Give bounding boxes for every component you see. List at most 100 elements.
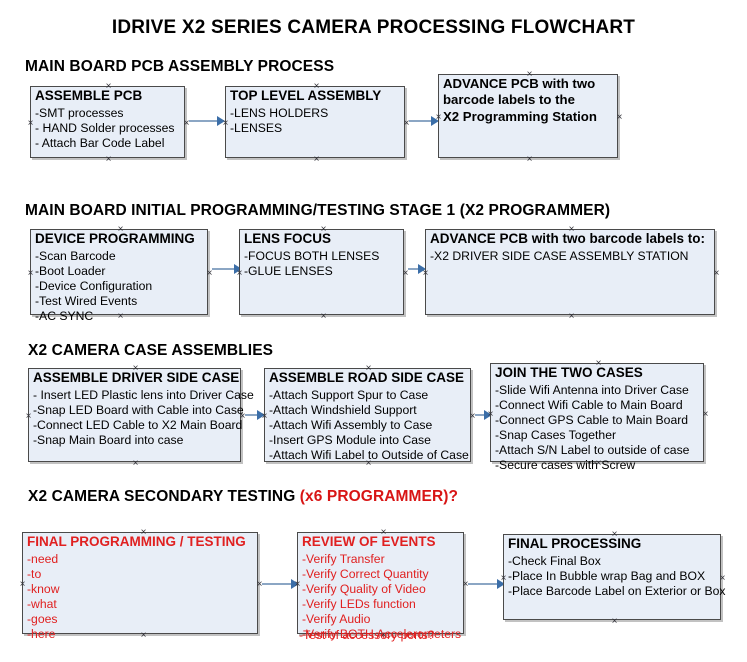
handle-top-icon[interactable] xyxy=(567,225,576,234)
handle-left-icon[interactable] xyxy=(486,410,495,419)
node-device-programming[interactable]: DEVICE PROGRAMMING -Scan Barcode -Boot L… xyxy=(30,229,208,323)
handle-bottom-icon[interactable] xyxy=(567,312,576,321)
handle-bottom-icon[interactable] xyxy=(525,155,534,164)
node-body: FINAL PROCESSING -Check Final Box -Place… xyxy=(508,536,726,599)
node-item: X2 Programming Station xyxy=(443,108,597,124)
handle-bottom-icon[interactable] xyxy=(312,155,321,164)
node-item: -Attach Support Spur to Case xyxy=(269,387,429,402)
page-title: IDRIVE X2 SERIES CAMERA PROCESSING FLOWC… xyxy=(111,17,636,38)
node-assemble-pcb[interactable]: ASSEMBLE PCB -SMT processes - HAND Solde… xyxy=(30,86,185,158)
section-title-main-board-initial-programming-testing-stage-1: MAIN BOARD INITIAL PROGRAMMING/TESTING S… xyxy=(25,202,610,220)
node-body: DEVICE PROGRAMMING -Scan Barcode -Boot L… xyxy=(35,231,205,324)
handle-left-icon[interactable] xyxy=(293,580,302,589)
node-body: REVIEW OF EVENTS -Verify Transfer -Verif… xyxy=(302,534,461,642)
handle-right-icon[interactable] xyxy=(701,410,710,419)
handle-top-icon[interactable] xyxy=(104,82,113,91)
handle-top-icon[interactable] xyxy=(312,82,321,91)
connector-assemble-pcb-to-top-level-assembly xyxy=(189,120,221,122)
handle-top-icon[interactable] xyxy=(139,528,148,537)
node-item: -Verify Correct Quantity xyxy=(302,566,429,581)
handle-bottom-icon[interactable] xyxy=(364,459,373,468)
handle-top-icon[interactable] xyxy=(131,364,140,373)
connector-road-side-to-join-cases xyxy=(475,414,488,416)
section-title-text: MAIN BOARD PCB ASSEMBLY PROCESS xyxy=(25,58,335,75)
handle-top-icon[interactable] xyxy=(116,225,125,234)
handle-right-icon[interactable] xyxy=(718,574,727,583)
node-item: -Connect GPS Cable to Main Board xyxy=(495,412,689,427)
handle-bottom-icon[interactable] xyxy=(116,312,125,321)
node-item: -goes xyxy=(27,612,58,627)
node-item: -Attach Windshield Support xyxy=(269,402,417,417)
handle-right-icon[interactable] xyxy=(205,269,214,278)
handle-left-icon[interactable] xyxy=(260,412,269,421)
handle-bottom-icon[interactable] xyxy=(139,631,148,640)
node-item: -Verify Transfer xyxy=(302,551,385,566)
handle-left-icon[interactable] xyxy=(221,119,230,128)
node-body: LENS FOCUS -FOCUS BOTH LENSES -GLUE LENS… xyxy=(244,231,401,279)
section-title-text: X2 CAMERA SECONDARY TESTING xyxy=(28,488,300,505)
node-item: barcode labels to the xyxy=(443,92,575,108)
node-item: -Attach Wifi Label to Outside of Case xyxy=(269,448,469,463)
node-item: -Place Barcode Label on Exterior or Box xyxy=(508,583,726,598)
handle-bottom-icon[interactable] xyxy=(131,459,140,468)
node-header: ASSEMBLE ROAD SIDE CASE xyxy=(269,370,465,385)
node-item: - Attach Bar Code Label xyxy=(35,135,165,150)
node-top-level-assembly[interactable]: TOP LEVEL ASSEMBLY -LENS HOLDERS -LENSES xyxy=(225,86,405,158)
node-lens-focus[interactable]: LENS FOCUS -FOCUS BOTH LENSES -GLUE LENS… xyxy=(239,229,404,315)
handle-left-icon[interactable] xyxy=(26,269,35,278)
section-title-x2-camera-secondary-testing: X2 CAMERA SECONDARY TESTING (x6 PROGRAMM… xyxy=(28,488,458,506)
node-assemble-road-side-case[interactable]: ASSEMBLE ROAD SIDE CASE -Attach Support … xyxy=(264,368,471,462)
handle-left-icon[interactable] xyxy=(499,574,508,583)
node-item: -Snap Main Board into case xyxy=(33,433,184,448)
node-item: -here xyxy=(27,627,56,642)
connector-lens-focus-to-advance-pcb-driver-side xyxy=(408,268,422,270)
node-review-of-events[interactable]: REVIEW OF EVENTS -Verify Transfer -Verif… xyxy=(297,532,464,641)
arrow-head-icon xyxy=(497,579,505,589)
node-item: -LENSES xyxy=(230,120,283,135)
handle-left-icon[interactable] xyxy=(434,113,443,122)
node-item: -Slide Wifi Antenna into Driver Case xyxy=(495,382,689,397)
node-final-processing[interactable]: FINAL PROCESSING -Check Final Box -Place… xyxy=(503,534,726,620)
node-advance-pcb-to-x2-programming-station[interactable]: ADVANCE PCB with two barcode labels to t… xyxy=(438,74,618,158)
node-assemble-driver-side-case[interactable]: ASSEMBLE DRIVER SIDE CASE - Insert LED P… xyxy=(28,368,254,462)
node-item: -Verify LEDs function xyxy=(302,597,416,612)
handle-left-icon[interactable] xyxy=(421,269,430,278)
node-header: DEVICE PROGRAMMING xyxy=(35,231,195,246)
node-item: -AC SYNC xyxy=(35,309,94,324)
node-item: -LENS HOLDERS xyxy=(230,105,329,120)
node-item: -Connect LED Cable to X2 Main Board xyxy=(33,417,243,432)
handle-left-icon[interactable] xyxy=(26,119,35,128)
node-final-programming-testing[interactable]: FINAL PROGRAMMING / TESTING -need -to -k… xyxy=(22,532,258,641)
handle-top-icon[interactable] xyxy=(610,530,619,539)
node-header: ASSEMBLE PCB xyxy=(35,88,143,103)
node-header: JOIN THE TWO CASES xyxy=(495,365,643,380)
section-title-red-suffix: (x6 PROGRAMMER)? xyxy=(299,488,459,505)
handle-left-icon[interactable] xyxy=(18,580,27,589)
handle-top-icon[interactable] xyxy=(594,359,603,368)
node-advance-pcb-to-driver-side-case-assembly[interactable]: ADVANCE PCB with two barcode labels to: … xyxy=(425,229,715,315)
handle-left-icon[interactable] xyxy=(24,412,33,421)
node-join-the-two-cases[interactable]: JOIN THE TWO CASES -Slide Wifi Antenna i… xyxy=(490,363,704,472)
node-item: -Verify Quality of Video xyxy=(302,581,426,596)
node-item: -to xyxy=(27,566,42,581)
handle-right-icon[interactable] xyxy=(401,269,410,278)
node-header: LENS FOCUS xyxy=(244,231,332,246)
node-header: ADVANCE PCB with two barcode labels to: xyxy=(430,231,706,246)
handle-top-icon[interactable] xyxy=(525,70,534,79)
handle-top-icon[interactable] xyxy=(364,364,373,373)
node-item: -Attach Wifi Assembly to Case xyxy=(269,417,433,432)
node-item: -Connect Wifi Cable to Main Board xyxy=(495,397,683,412)
handle-bottom-icon[interactable] xyxy=(594,459,603,468)
handle-bottom-icon[interactable] xyxy=(104,155,113,164)
node-header: ASSEMBLE DRIVER SIDE CASE xyxy=(33,370,240,385)
node-item: - Insert LED Plastic lens into Driver Ca… xyxy=(33,387,254,402)
node-body: TOP LEVEL ASSEMBLY -LENS HOLDERS -LENSES xyxy=(230,88,402,136)
handle-top-icon[interactable] xyxy=(319,225,328,234)
node-item-overflow: -Test of accessory ports? xyxy=(299,628,435,642)
handle-left-icon[interactable] xyxy=(235,269,244,278)
handle-right-icon[interactable] xyxy=(712,269,721,278)
handle-bottom-icon[interactable] xyxy=(319,312,328,321)
handle-top-icon[interactable] xyxy=(379,528,388,537)
handle-bottom-icon[interactable] xyxy=(610,617,619,626)
handle-right-icon[interactable] xyxy=(615,113,624,122)
